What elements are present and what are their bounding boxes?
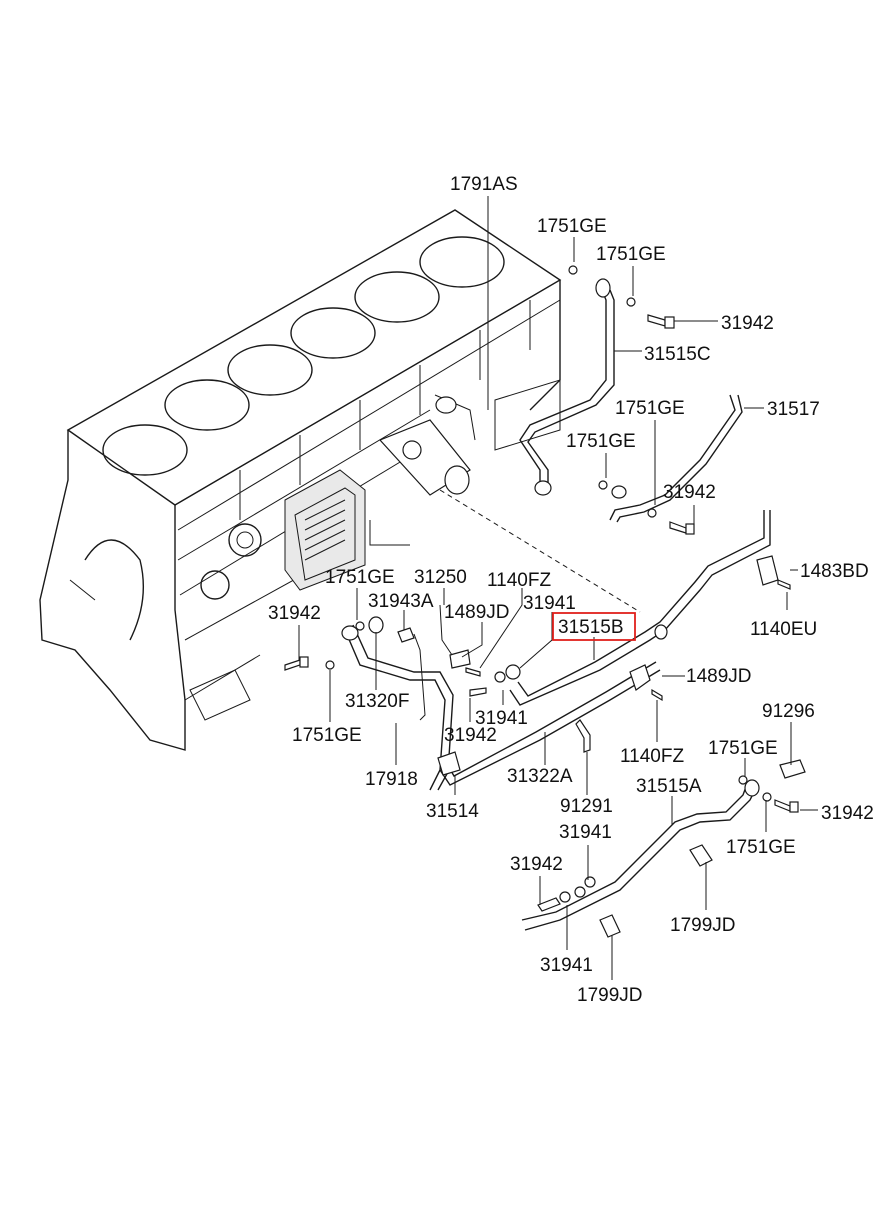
part-label-1489JD[interactable]: 1489JD (444, 602, 510, 623)
part-label-1751GE[interactable]: 1751GE (292, 725, 362, 746)
part-label-31515B[interactable]: 31515B (558, 617, 624, 638)
part-label-1799JD[interactable]: 1799JD (577, 985, 643, 1006)
part-label-31942[interactable]: 31942 (821, 803, 874, 824)
part-label-31941[interactable]: 31941 (523, 593, 576, 614)
part-label-31942[interactable]: 31942 (663, 482, 716, 503)
part-label-31515A[interactable]: 31515A (636, 776, 702, 797)
part-label-31320F[interactable]: 31320F (345, 691, 409, 712)
part-label-1751GE[interactable]: 1751GE (325, 567, 395, 588)
part-label-31322A[interactable]: 31322A (507, 766, 573, 787)
part-label-31250[interactable]: 31250 (414, 567, 467, 588)
engine-block-drawing (39, 209, 562, 751)
part-label-31514[interactable]: 31514 (426, 801, 479, 822)
part-label-31517[interactable]: 31517 (767, 399, 820, 420)
part-label-1140EU[interactable]: 1140EU (750, 619, 817, 640)
part-label-1751GE[interactable]: 1751GE (596, 244, 666, 265)
part-label-1791AS[interactable]: 1791AS (450, 174, 518, 195)
part-label-31943A[interactable]: 31943A (368, 591, 434, 612)
part-label-31942[interactable]: 31942 (268, 603, 321, 624)
part-label-17918[interactable]: 17918 (365, 769, 418, 790)
part-label-31941[interactable]: 31941 (540, 955, 593, 976)
part-label-31942[interactable]: 31942 (510, 854, 563, 875)
part-label-1751GE[interactable]: 1751GE (566, 431, 636, 452)
part-label-1799JD[interactable]: 1799JD (670, 915, 736, 936)
part-labels: 1791AS 1751GE 1751GE 31942 31515C 1751GE… (268, 174, 874, 1006)
part-label-1751GE[interactable]: 1751GE (708, 738, 778, 759)
part-label-31515C[interactable]: 31515C (644, 344, 711, 365)
part-label-31941[interactable]: 31941 (475, 708, 528, 729)
part-label-1751GE[interactable]: 1751GE (615, 398, 685, 419)
part-label-1140FZ[interactable]: 1140FZ (487, 570, 551, 591)
part-label-1751GE[interactable]: 1751GE (537, 216, 607, 237)
part-label-91291[interactable]: 91291 (560, 796, 613, 817)
leader-lines (298, 196, 818, 980)
pipes-and-hardware (284, 265, 806, 938)
part-label-31942[interactable]: 31942 (444, 725, 497, 746)
highlight-box (552, 612, 636, 641)
part-label-1483BD[interactable]: 1483BD (800, 561, 869, 582)
part-label-31942[interactable]: 31942 (721, 313, 774, 334)
part-label-1751GE[interactable]: 1751GE (726, 837, 796, 858)
part-label-1140FZ[interactable]: 1140FZ (620, 746, 684, 767)
part-label-1489JD[interactable]: 1489JD (686, 666, 752, 687)
part-label-91296[interactable]: 91296 (762, 701, 815, 722)
part-label-31941[interactable]: 31941 (559, 822, 612, 843)
